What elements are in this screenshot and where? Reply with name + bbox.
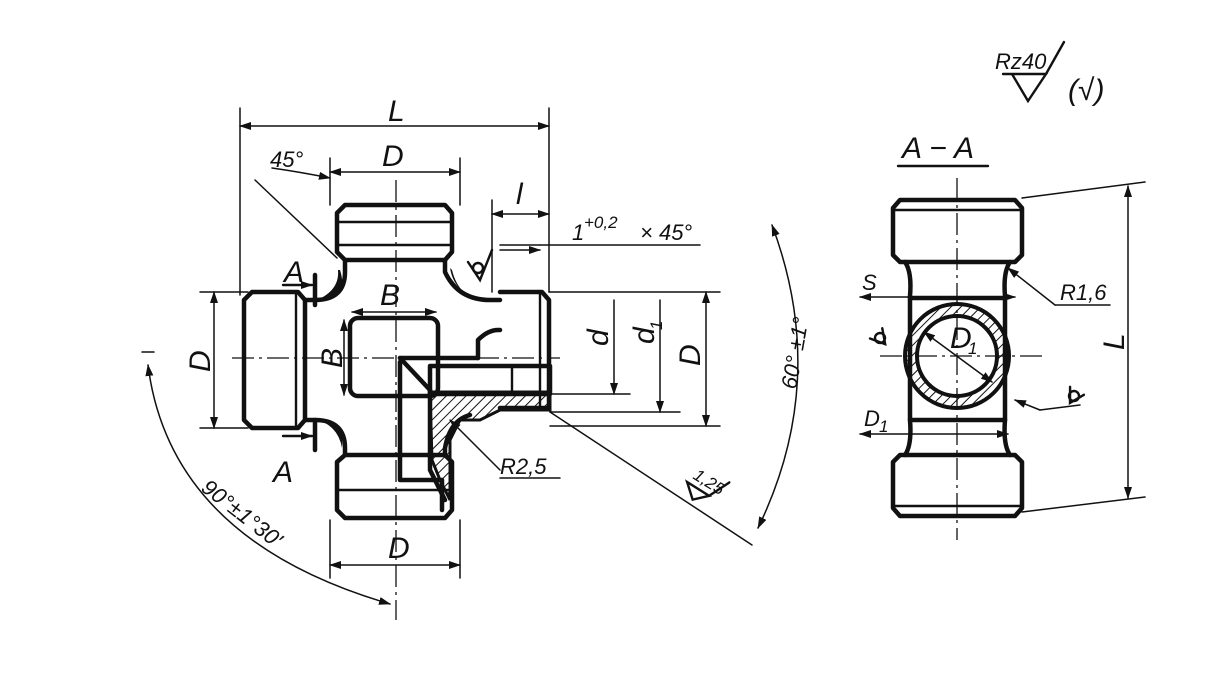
front-view: L D 45° l 1 +0,2 × 45° A A <box>141 95 814 620</box>
dim-B-vertical: B <box>316 348 349 368</box>
section-mark-A-top: A <box>282 256 304 289</box>
general-roughness-mark: (√) <box>1068 74 1104 107</box>
dim-D1-lower: D <box>864 406 880 431</box>
dim-d: d <box>582 328 615 346</box>
angle-45: 45° <box>270 147 303 172</box>
dim-D-bottom: D <box>388 532 410 565</box>
top-boss <box>334 202 455 263</box>
chamfer-angle: × 45° <box>640 220 692 245</box>
dim-L-side: L <box>1098 333 1131 350</box>
right-bore <box>427 363 553 397</box>
chamfer-tolerance: +0,2 <box>584 213 618 232</box>
dim-B-horizontal: B <box>380 279 400 312</box>
dim-D-right: D <box>674 344 707 366</box>
roughness-symbol: Rz40 (√) <box>995 40 1104 107</box>
dim-l: l <box>516 178 524 211</box>
dim-d1: d <box>628 326 661 344</box>
radius-R2-5: R2,5 <box>500 454 547 479</box>
dim-S: S <box>862 270 877 295</box>
dim-D-top: D <box>382 140 404 173</box>
dim-D1-lower-sub: 1 <box>879 417 888 436</box>
dim-D1-inner: D <box>950 322 972 355</box>
dim-d1-sub: 1 <box>647 321 666 330</box>
section-mark-A-bottom: A <box>271 456 293 489</box>
angle-60: 60° ±1° <box>776 315 813 391</box>
hatched-section <box>428 390 552 501</box>
left-boss <box>241 289 308 431</box>
dim-D1-inner-sub: 1 <box>968 339 977 358</box>
side-view: A − A D 1 S <box>859 132 1146 540</box>
section-title: A − A <box>900 132 974 165</box>
roughness-1-25: 1,25 <box>690 465 729 499</box>
roughness-value: Rz40 <box>995 49 1047 74</box>
radius-R1-6: R1,6 <box>1060 280 1107 305</box>
dim-L: L <box>388 95 405 128</box>
chamfer-size: 1 <box>572 220 584 245</box>
dim-D-left: D <box>184 350 217 372</box>
